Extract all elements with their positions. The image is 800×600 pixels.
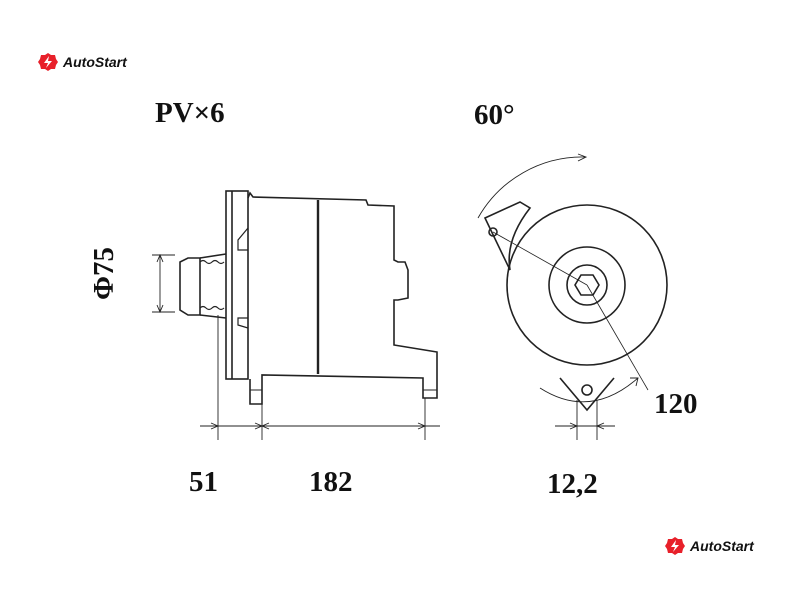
dimensions <box>152 253 615 440</box>
dimension-12-2: 12,2 <box>547 468 598 500</box>
angle-bottom-label: 120 <box>654 388 698 420</box>
dimension-182: 182 <box>309 466 353 498</box>
angle-top-label: 60° <box>474 99 515 131</box>
pulley-diameter-label: Φ75 <box>88 246 120 300</box>
logo-text: AutoStart <box>63 54 127 70</box>
dimension-51: 51 <box>189 466 218 498</box>
autostart-logo-top: AutoStart <box>37 52 127 72</box>
gear-bolt-icon <box>665 537 685 555</box>
side-view <box>179 190 438 405</box>
belt-type-label: PV×6 <box>155 97 225 129</box>
gear-bolt-icon <box>38 53 58 71</box>
logo-text: AutoStart <box>690 538 754 554</box>
front-view <box>477 153 668 412</box>
autostart-logo-bottom: AutoStart <box>664 536 754 556</box>
